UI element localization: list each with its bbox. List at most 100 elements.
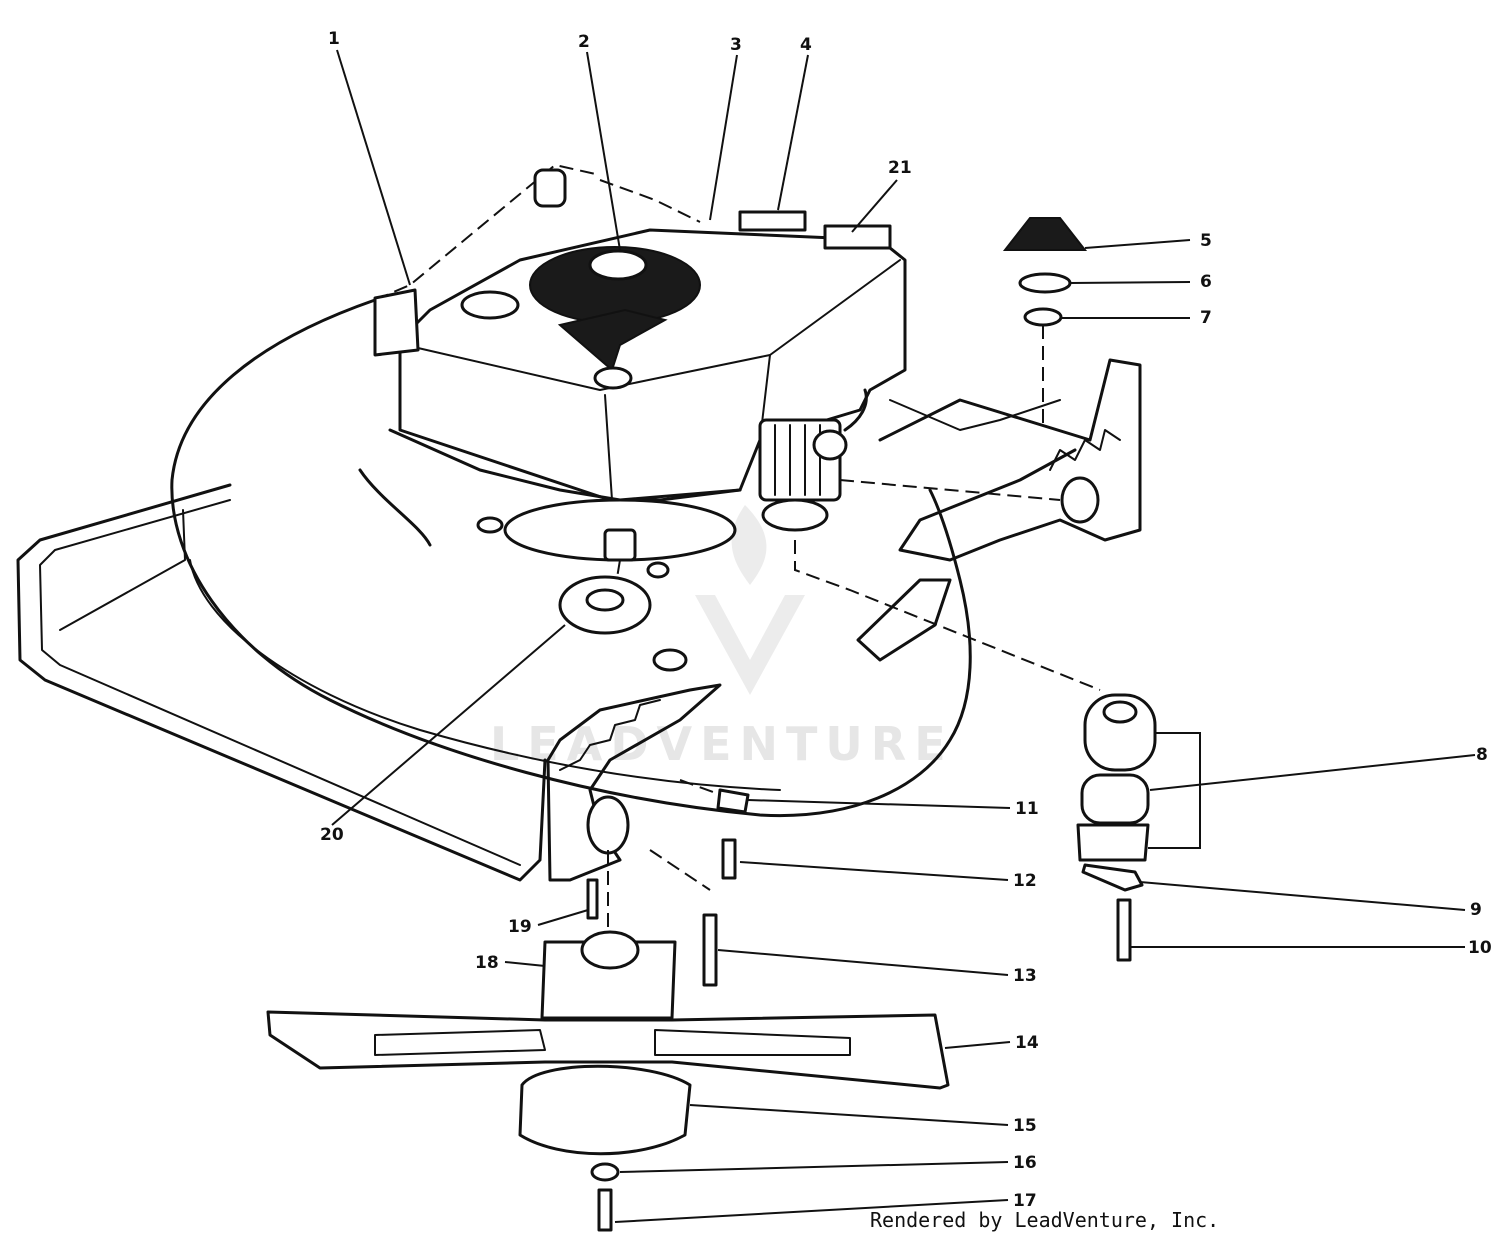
deck-rear-top xyxy=(374,163,601,301)
part-12-bolt xyxy=(721,838,737,880)
callout-5: 5 xyxy=(1200,231,1212,251)
callout-3: 3 xyxy=(730,35,742,55)
leader-14 xyxy=(944,1041,1011,1049)
leader-11 xyxy=(747,799,1011,809)
part-7-washer xyxy=(1023,307,1063,327)
leader-21 xyxy=(851,179,898,233)
callout-7: 7 xyxy=(1200,308,1212,328)
part-14-blade xyxy=(266,1010,950,1090)
wheel-bracket-rear xyxy=(878,358,1142,562)
part-8-muffler-mid xyxy=(1080,773,1150,825)
assembly-line-bolt xyxy=(649,849,711,891)
deck-outline xyxy=(170,298,972,818)
part-18-bore xyxy=(580,930,640,970)
part-19-pin xyxy=(586,878,599,920)
part-17-bolt xyxy=(597,1188,613,1232)
loose-parts xyxy=(266,217,1157,1232)
leader-4 xyxy=(777,54,809,211)
deck-rear-top2 xyxy=(599,179,701,223)
part-8-muffler-base xyxy=(1076,823,1150,862)
callout-1: 1 xyxy=(328,29,340,49)
callout-15: 15 xyxy=(1013,1116,1037,1136)
leader-13 xyxy=(717,949,1009,976)
part-11-tab xyxy=(716,788,750,814)
part-15-stiffener xyxy=(518,1064,692,1156)
engine xyxy=(358,168,907,562)
callout-19: 19 xyxy=(508,917,532,937)
engine-base xyxy=(388,428,742,502)
callout-21: 21 xyxy=(888,158,912,178)
leader-20 xyxy=(331,624,566,826)
callout-14: 14 xyxy=(1015,1033,1039,1053)
oil-fill-icon xyxy=(593,366,633,390)
watermark-v-icon xyxy=(695,595,805,695)
deck-front-rail xyxy=(16,483,547,882)
leader-9 xyxy=(1139,881,1466,911)
front-axle-boss xyxy=(586,795,630,855)
engine-skirt-left xyxy=(358,468,432,547)
callout-12: 12 xyxy=(1013,871,1037,891)
deck-front-rail-inner2 xyxy=(59,509,186,631)
recoil-starter-handle xyxy=(557,308,668,372)
render-credit: Rendered by LeadVenture, Inc. xyxy=(870,1208,1220,1232)
assembly-line-muffler xyxy=(794,540,1101,691)
leader-15 xyxy=(689,1104,1009,1126)
decal-left xyxy=(373,288,420,357)
leader-3 xyxy=(709,54,738,221)
leader-12 xyxy=(739,861,1009,881)
leader-2 xyxy=(586,51,621,251)
fuel-cap-icon xyxy=(460,290,520,320)
deck-rear-edge xyxy=(889,399,1061,431)
callout-17: 17 xyxy=(1013,1191,1037,1211)
wheel-bracket-front xyxy=(546,683,722,882)
exhaust-port xyxy=(812,429,848,461)
decal-top-21 xyxy=(823,224,892,250)
watermark-flame-icon xyxy=(731,505,767,585)
engine-crank-stub xyxy=(603,528,637,562)
part-5-hub-cap xyxy=(1002,217,1088,251)
leader-17 xyxy=(614,1199,1009,1223)
rear-axle-hole xyxy=(1060,476,1100,524)
deck-chute xyxy=(856,578,952,662)
leader-18 xyxy=(504,961,546,967)
wheel-bracket-front-notches xyxy=(559,699,661,771)
assembly-line-rear xyxy=(839,479,1061,501)
leader-5 xyxy=(1084,239,1191,249)
part-10-bolt xyxy=(1116,898,1132,962)
part-16-washer xyxy=(590,1162,620,1182)
engine-front-face xyxy=(604,394,613,501)
part-14-blade-slot xyxy=(374,1029,851,1056)
engine-top-face xyxy=(404,259,901,391)
part-20-pulley-inner xyxy=(585,588,625,612)
callout-13: 13 xyxy=(1013,966,1037,986)
deck-hole-2 xyxy=(476,516,504,534)
deck-hole-1 xyxy=(652,648,688,672)
cylinder-fins-detail xyxy=(774,424,821,496)
watermark: LEADVENTURE xyxy=(490,505,954,771)
part-9-bracket xyxy=(1081,863,1144,892)
leader-6 xyxy=(1069,281,1191,284)
callout-4: 4 xyxy=(800,35,812,55)
recoil-starter-hub xyxy=(588,249,648,281)
part-6-bearing xyxy=(1018,272,1072,294)
callout-10: 10 xyxy=(1468,938,1492,958)
callout-11: 11 xyxy=(1015,799,1039,819)
callout-labels: 1 2 3 4 5 6 7 8 9 10 11 12 13 14 15 16 1… xyxy=(320,29,1492,1211)
deck-front-rail-inner xyxy=(39,499,521,866)
deck-post xyxy=(533,168,567,208)
leader-8 xyxy=(1148,732,1476,849)
spark-plug-wire xyxy=(843,388,868,432)
decal-top-4 xyxy=(738,210,807,232)
part-13-bolt xyxy=(702,913,718,987)
watermark-text: LEADVENTURE xyxy=(490,717,954,771)
callout-8: 8 xyxy=(1476,745,1488,765)
callout-6: 6 xyxy=(1200,272,1212,292)
deck-hole-3 xyxy=(646,561,670,579)
leader-19 xyxy=(537,909,589,926)
gasket-ring xyxy=(761,498,829,532)
callout-2: 2 xyxy=(578,32,590,52)
leader-16 xyxy=(619,1161,1009,1173)
callout-18: 18 xyxy=(475,953,499,973)
leader-lines xyxy=(331,49,1476,1223)
